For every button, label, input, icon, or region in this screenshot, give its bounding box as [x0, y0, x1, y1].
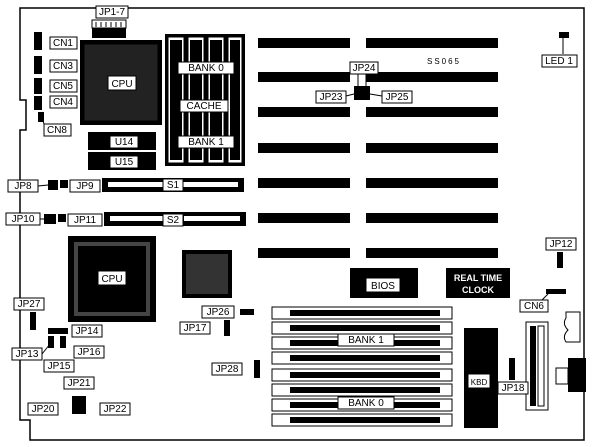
jp28-label: JP28: [216, 364, 239, 375]
bios-label: BIOS: [371, 281, 395, 292]
jp12-jumper: JP12: [545, 237, 577, 268]
s1-label: S1: [167, 180, 180, 191]
jp10-jumper: JP10: [5, 212, 56, 226]
jp28-jumper: JP28: [211, 360, 260, 378]
jp20-label: JP20: [32, 404, 55, 415]
jp8-jumper: JP8: [7, 179, 58, 193]
u15-label: U15: [115, 157, 134, 168]
bank0-bottom-label: BANK 0: [348, 398, 384, 409]
jp26-label: JP26: [207, 307, 230, 318]
jp9-label: JP9: [76, 181, 94, 192]
jp15-label: JP15: [48, 361, 71, 372]
jp1-7-jumper: JP1-7: [91, 5, 129, 38]
jp11-jumper: JP11: [58, 213, 103, 227]
jp12-label: JP12: [550, 239, 573, 250]
cpu-top-label: CPU: [111, 79, 132, 90]
jp25-jumper: JP25: [369, 90, 413, 104]
chipset-chip: [182, 250, 232, 298]
jp21-label: JP21: [68, 378, 91, 389]
keyboard-port: [555, 358, 586, 392]
cn5-label: CN5: [53, 81, 73, 92]
cpu-qfp-chip: CPU: [80, 40, 162, 125]
cn6-connector: CN6: [519, 289, 566, 313]
jp18-label: JP18: [502, 383, 525, 394]
jp25-label: JP25: [386, 92, 409, 103]
jp24-label: JP24: [353, 63, 376, 74]
power-connector-strip: [525, 321, 549, 411]
jp1-7-label: JP1-7: [99, 7, 126, 18]
s2-label: S2: [167, 215, 180, 226]
expansion-slots-right: [366, 38, 498, 258]
jp15-jumper: JP15: [43, 359, 75, 373]
cache-label: CACHE: [186, 101, 221, 112]
jp17-jumper: JP17: [179, 320, 230, 336]
jp21-jumper: JP21: [63, 376, 95, 414]
cn4-connector: CN4: [34, 95, 78, 110]
simm-slots: BANK 1 BANK 0: [271, 306, 453, 427]
led1-connector: LED 1: [541, 32, 578, 68]
s1-slot: S1: [102, 178, 244, 192]
battery: [563, 311, 581, 343]
jp14-jumper: JP14: [48, 324, 103, 338]
jp8-label: JP8: [14, 181, 32, 192]
rtc-label-line1: REAL TIME: [454, 273, 502, 283]
jp22-label: JP22: [104, 404, 127, 415]
cpu-socket-label: CPU: [101, 274, 122, 285]
bank1-bottom-label: BANK 1: [348, 335, 384, 346]
bank0-top-label: BANK 0: [188, 63, 224, 74]
rtc-label-line2: CLOCK: [462, 285, 494, 295]
jp20-jumper: JP20: [27, 402, 59, 416]
jp23-jumper: JP23: [315, 90, 355, 104]
jp22-jumper: JP22: [99, 402, 131, 416]
model-label: SS065: [427, 57, 461, 66]
bios-chip: BIOS: [350, 268, 418, 298]
jp23-label: JP23: [320, 92, 343, 103]
jp26-jumper: JP26: [201, 305, 254, 319]
jp18-jumper: JP18: [497, 358, 529, 395]
jp27-jumper: JP27: [13, 297, 45, 330]
u14-label: U14: [115, 137, 134, 148]
cn8-label: CN8: [47, 125, 67, 136]
jp13-label: JP13: [16, 349, 39, 360]
u15-chip: U15: [88, 152, 156, 170]
led1-label: LED 1: [545, 56, 573, 67]
cn8-connector: CN8: [38, 112, 72, 137]
cn1-label: CN1: [53, 38, 73, 49]
u14-chip: U14: [88, 132, 156, 150]
cn3-label: CN3: [53, 61, 73, 72]
jp13-jumper: JP13: [11, 336, 54, 361]
jp10-label: JP10: [12, 214, 35, 225]
real-time-clock-chip: REAL TIME CLOCK: [446, 268, 510, 298]
kbd-controller-chip: KBD: [464, 328, 498, 428]
cn4-label: CN4: [53, 97, 73, 108]
cn6-label: CN6: [524, 301, 544, 312]
jp14-label: JP14: [76, 326, 99, 337]
jp11-label: JP11: [74, 215, 96, 226]
cache-sram-block: BANK 0 CACHE BANK 1: [165, 34, 245, 166]
cn1-connector: CN1: [34, 32, 78, 50]
cn5-connector: CN5: [34, 78, 78, 94]
s2-slot: S2: [104, 212, 246, 227]
jp17-label: JP17: [184, 323, 207, 334]
cpu-pga-socket: CPU: [68, 236, 156, 322]
expansion-slots-left: [258, 38, 350, 258]
jp9-jumper: JP9: [60, 179, 101, 193]
jp16-jumper: JP16: [60, 336, 105, 359]
bank1-top-label: BANK 1: [188, 137, 224, 148]
jp16-label: JP16: [78, 347, 101, 358]
cn3-connector: CN3: [34, 56, 78, 74]
jp24-jumper: JP24: [349, 61, 379, 100]
kbd-label: KBD: [471, 378, 488, 387]
jp27-label: JP27: [18, 299, 41, 310]
